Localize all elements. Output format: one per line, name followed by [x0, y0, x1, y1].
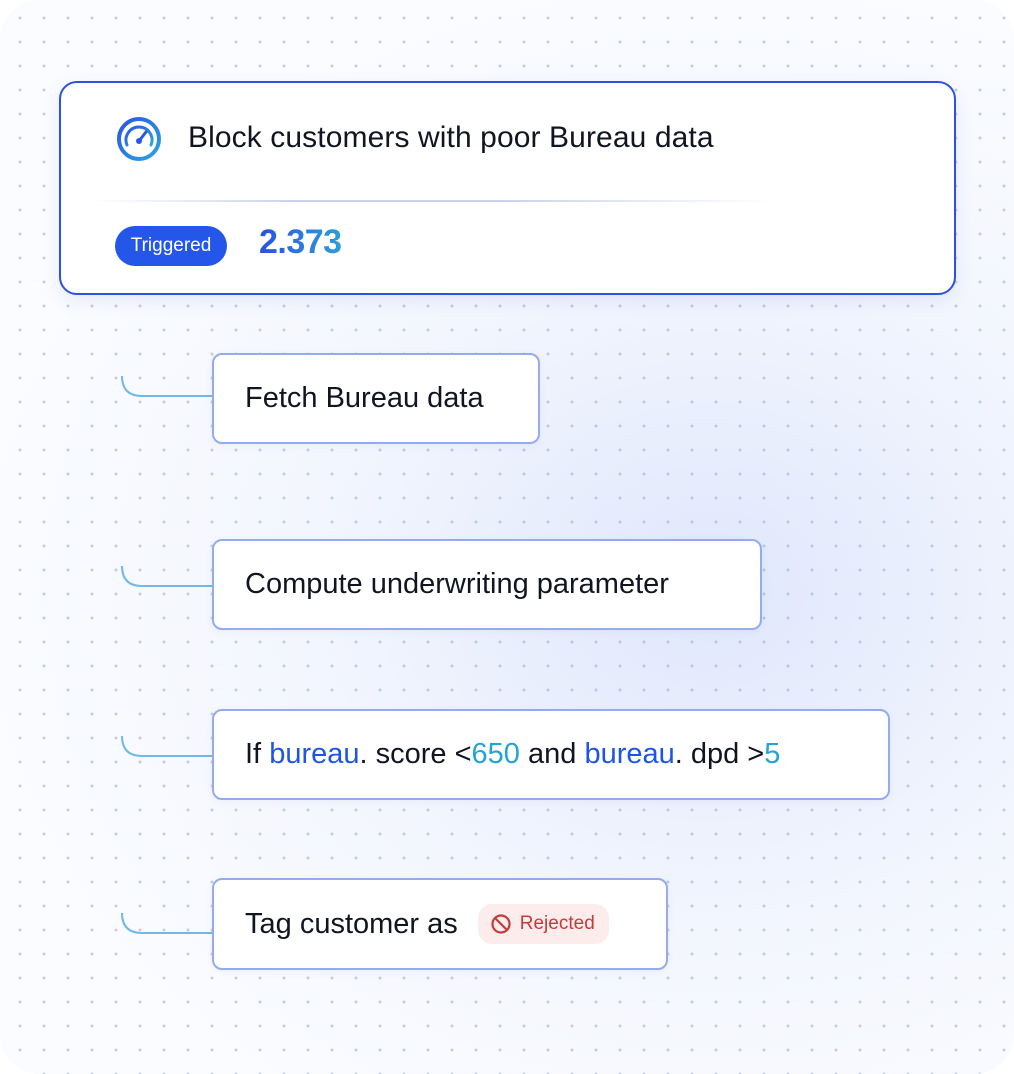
condition-prefix: If: [245, 738, 262, 770]
status-badge: Triggered: [115, 226, 227, 266]
step-label: Fetch Bureau data: [245, 382, 484, 414]
prohibited-icon: [491, 914, 511, 934]
condition-field-2: bureau: [584, 738, 675, 770]
workflow-title: Block customers with poor Bureau data: [188, 121, 714, 154]
card-divider: [91, 200, 774, 202]
connector-step-2: [121, 565, 212, 587]
connector-step-4: [121, 912, 212, 934]
rejected-tag-label: Rejected: [519, 913, 595, 934]
condition-joiner: and: [527, 738, 577, 770]
workflow-card[interactable]: Block customers with poor Bureau data Tr…: [59, 81, 956, 295]
step-label: Compute underwriting parameter: [245, 568, 669, 600]
rejected-tag: Rejected: [477, 904, 609, 944]
connector-step-3: [121, 735, 212, 757]
condition-operator-1: . score <: [359, 738, 472, 770]
condition-field-1: bureau: [269, 738, 360, 770]
step-condition[interactable]: If bureau. score <650 and bureau. dpd >5: [212, 709, 890, 800]
condition-value-1: 650: [471, 738, 520, 770]
trigger-count: 2.373: [259, 223, 342, 261]
connector-step-1: [121, 375, 212, 397]
step-tag-customer[interactable]: Tag customer as Rejected: [212, 878, 668, 970]
condition-value-2: 5: [764, 738, 781, 770]
step-fetch-bureau-data[interactable]: Fetch Bureau data: [212, 353, 540, 444]
step-label: Tag customer as: [245, 907, 458, 940]
step-compute-parameter[interactable]: Compute underwriting parameter: [212, 539, 762, 630]
speedometer-icon: [117, 117, 161, 161]
condition-operator-2: . dpd >: [674, 738, 765, 770]
